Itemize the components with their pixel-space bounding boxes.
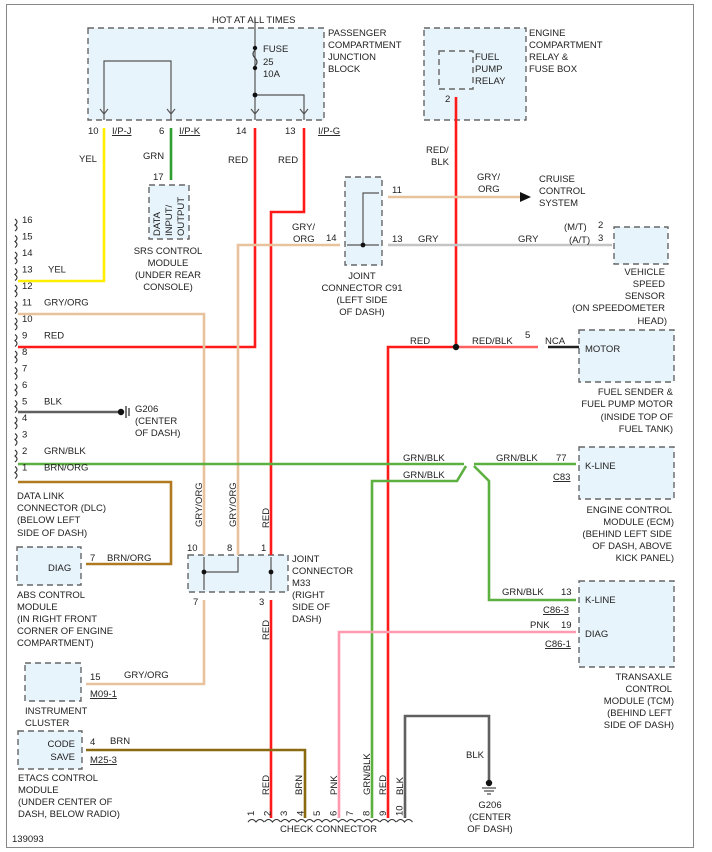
- check-pin-arc: [297, 818, 314, 823]
- fuse-terminal: [252, 45, 258, 51]
- dlc-pin-arc: [14, 433, 18, 446]
- dlc-pin-arc: [14, 251, 18, 265]
- dlc-pin-arc: [14, 466, 18, 479]
- connector-arcs: [14, 218, 413, 823]
- vehicle-speed-sensor: [613, 226, 669, 265]
- wire-pnk-tcm: [337, 630, 576, 818]
- check-pin-arc: [280, 818, 298, 823]
- fuel-pump-motor: [578, 329, 675, 383]
- passenger-junction-block: [87, 27, 325, 121]
- check-pin-arc: [396, 818, 413, 823]
- pcjb-internal-loop: [103, 60, 172, 120]
- check-pin-arc: [379, 818, 397, 823]
- tcm-module: [578, 580, 675, 668]
- wire-red-check9: [386, 345, 456, 818]
- abs-control-module: [16, 546, 82, 586]
- fuse-icon: [252, 49, 258, 67]
- check-pin-arc: [330, 818, 347, 823]
- wire-brn-org-abs: [18, 480, 173, 566]
- wire-red-m33: [269, 128, 306, 818]
- wire-blk-check10: [403, 714, 491, 818]
- dlc-pin-arc: [14, 400, 18, 413]
- instrument-cluster: [24, 662, 82, 702]
- dlc-pin-arc: [14, 218, 18, 232]
- dlc-pin-arc: [14, 301, 18, 314]
- check-pin-arc: [363, 818, 380, 823]
- wiring-diagram-frame: [6, 4, 694, 848]
- check-pin-arc: [313, 818, 331, 823]
- srs-control-module: [148, 184, 190, 240]
- dlc-pin-arc: [14, 268, 18, 281]
- check-pin-arc: [247, 818, 265, 823]
- splice-dot: [452, 343, 460, 351]
- dlc-pin-arc: [14, 317, 18, 331]
- check-pin-arc: [346, 818, 364, 823]
- arrow-cruise-icon: [520, 192, 531, 202]
- dlc-pin-arc: [14, 284, 18, 298]
- ecm-module: [578, 446, 675, 500]
- dlc-pin-arc: [14, 383, 18, 397]
- check-pin-arc: [264, 818, 281, 823]
- ground-icon: [482, 779, 496, 795]
- wire-gry-org-dlc11: [18, 312, 206, 555]
- fuel-pump-relay: [438, 50, 474, 90]
- wire-red-dlc9: [18, 128, 257, 349]
- c91-internal: [347, 192, 379, 246]
- etacs-control-module: [17, 730, 83, 770]
- dlc-pin-arc: [14, 416, 18, 430]
- dlc-pin-arc: [14, 334, 18, 347]
- dlc-pin-arc: [14, 350, 18, 364]
- dlc-pin-arc: [14, 449, 18, 463]
- dlc-pin-arc: [14, 235, 18, 248]
- wire-gry-org-cluster: [86, 600, 206, 686]
- wire-grn-blk-check8: [370, 465, 468, 818]
- wire-gry-org-c91-m33: [236, 243, 340, 555]
- wire-yel: [18, 128, 106, 283]
- ground-icon: [117, 406, 130, 418]
- dlc-pin-arc: [14, 367, 18, 380]
- wire-grn-blk-tcm: [473, 465, 576, 602]
- fuse-terminal: [252, 65, 258, 71]
- wire-brn-etacs: [86, 748, 307, 818]
